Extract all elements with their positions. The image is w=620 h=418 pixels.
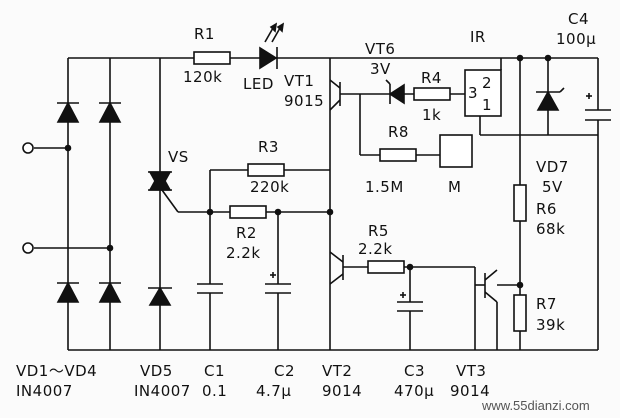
r1-value: 120k (183, 68, 223, 86)
r8-label: R8 (388, 123, 409, 141)
transistor-vt3 (474, 267, 524, 350)
c3-value: 470μ (394, 382, 435, 400)
c1-label: C1 (204, 362, 226, 380)
r3-value: 220k (250, 178, 290, 196)
r8-motor (379, 134, 473, 168)
c4-value: 100μ (556, 30, 597, 48)
vd5-type: IN4007 (134, 382, 191, 400)
zener-vt6-r4 (360, 79, 500, 105)
ir-label: IR (470, 28, 486, 46)
ir-pin3: 3 (468, 84, 479, 102)
r2-label: R2 (236, 224, 257, 242)
c2-value: 4.7μ (256, 382, 292, 400)
r1-label: R1 (194, 25, 215, 43)
r5-value: 2.2k (358, 240, 393, 258)
r6-label: R6 (536, 200, 557, 218)
vd7-r6-r7 (513, 54, 565, 350)
vt1-type: 9015 (284, 92, 325, 110)
c2-label: C2 (274, 362, 296, 380)
c3-label: C3 (404, 362, 426, 380)
vt2-type: 9014 (322, 382, 363, 400)
c1-value: 0.1 (202, 382, 228, 400)
vs-label: VS (168, 148, 189, 166)
vd5-label: VD5 (140, 362, 173, 380)
vt6-label: VT6 (365, 40, 396, 58)
vd1-vd4-type: IN4007 (16, 382, 73, 400)
capacitor-c3 (397, 263, 423, 350)
transistor-vt1 (329, 58, 380, 350)
vt3-type: 9014 (450, 382, 491, 400)
r7-value: 39k (536, 316, 566, 334)
triac-vs-and-vd5 (148, 58, 230, 350)
vd7-label: VD7 (536, 158, 569, 176)
c4-label: C4 (568, 10, 590, 28)
r5-label: R5 (368, 222, 389, 240)
vt1-label: VT1 (284, 72, 315, 90)
ir-receiver (464, 58, 598, 136)
r4-value: 1k (422, 106, 442, 124)
r1-led (193, 22, 285, 70)
r6-value: 68k (536, 220, 566, 238)
r4-label: R4 (421, 69, 442, 87)
led-label: LED (243, 75, 274, 93)
r3-r2-network (197, 163, 334, 350)
bridge-rectifier-vd1-vd4 (22, 57, 598, 351)
ir-pin2: 2 (482, 74, 493, 92)
vd7-value: 5V (542, 178, 563, 196)
vd1-vd4-label: VD1～VD4 (16, 362, 98, 380)
transistor-vt2 (329, 251, 475, 285)
r7-label: R7 (536, 295, 557, 313)
vt2-label: VT2 (322, 362, 353, 380)
vt6-value: 3V (370, 60, 391, 78)
motor-label: M (448, 178, 462, 196)
r3-label: R3 (258, 138, 279, 156)
watermark-text: www.55dianzi.com (482, 398, 590, 413)
ir-pin1: 1 (482, 96, 493, 114)
capacitor-c4 (585, 58, 611, 350)
r8-value: 1.5M (365, 178, 404, 196)
r2-value: 2.2k (226, 244, 261, 262)
vt3-label: VT3 (456, 362, 487, 380)
